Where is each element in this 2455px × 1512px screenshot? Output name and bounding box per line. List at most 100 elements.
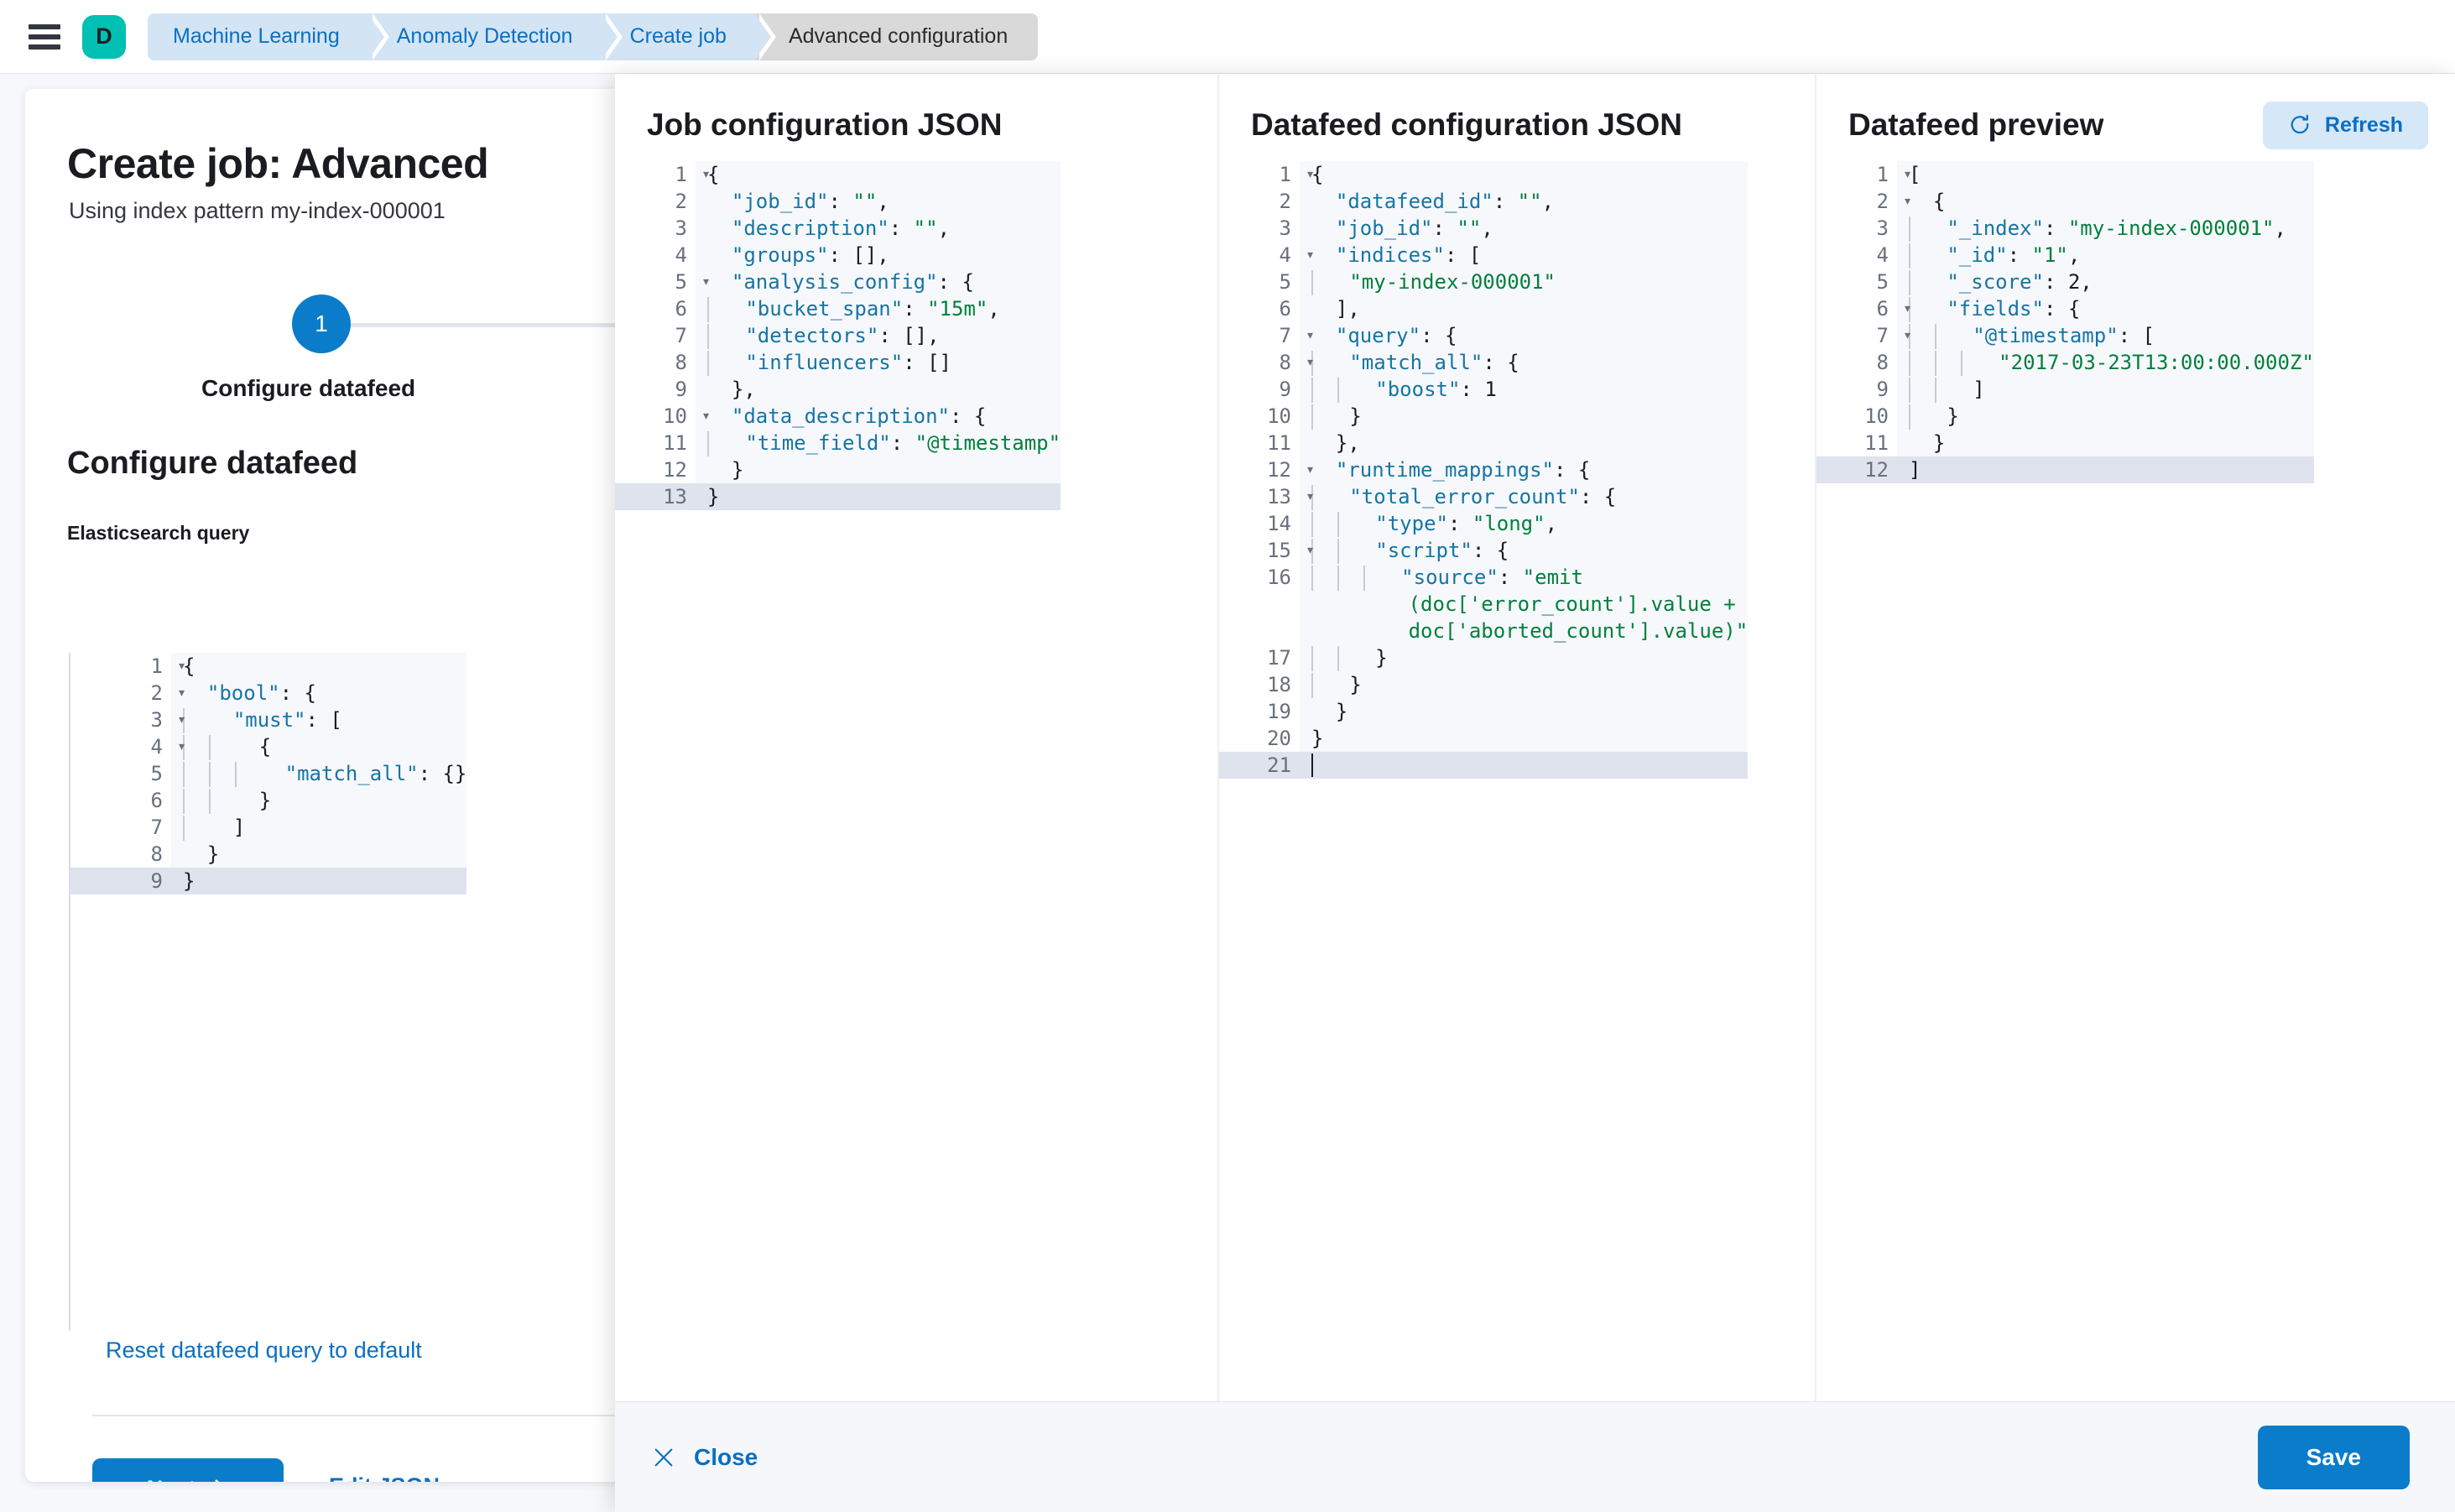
code-text: "fields": { bbox=[1897, 295, 2314, 322]
breadcrumb-item-machine-learning[interactable]: Machine Learning bbox=[148, 13, 389, 60]
code-text: { bbox=[171, 733, 467, 760]
code-line: 11 } bbox=[1816, 430, 2314, 456]
fold-arrow-icon[interactable]: ▾ bbox=[177, 738, 186, 755]
code-line: 7 ] bbox=[70, 814, 467, 841]
close-button[interactable]: Close bbox=[652, 1444, 758, 1471]
code-line: 10 } bbox=[1219, 403, 1749, 430]
line-number: 16 bbox=[1219, 564, 1300, 591]
save-button[interactable]: Save bbox=[2257, 1425, 2410, 1489]
line-number: 8 bbox=[70, 841, 171, 868]
save-button-label: Save bbox=[2306, 1443, 2361, 1470]
code-line: 2 "job_id": "", bbox=[615, 188, 1061, 215]
code-text: "influencers": [] bbox=[696, 349, 1061, 376]
next-button[interactable]: Next bbox=[92, 1458, 284, 1482]
fold-arrow-icon[interactable]: ▾ bbox=[1903, 165, 1912, 183]
code-line: 11 }, bbox=[1219, 430, 1749, 456]
code-line: 11 "time_field": "@timestamp" bbox=[615, 430, 1061, 456]
datafeed-config-json-editor[interactable]: 1▾{2 "datafeed_id": "",3 "job_id": "",4▾… bbox=[1219, 161, 1815, 1401]
code-text: "job_id": "", bbox=[1300, 215, 1749, 242]
page-title: Create job: Advanced bbox=[67, 140, 489, 187]
code-text: "_id": "1", bbox=[1897, 242, 2314, 269]
code-text: { bbox=[1897, 188, 2314, 215]
code-line: 5 "match_all": {} bbox=[70, 760, 467, 787]
code-line: (doc['error_count'].value + bbox=[1219, 591, 1749, 618]
code-text: } bbox=[696, 456, 1061, 483]
breadcrumb-label: Create job bbox=[629, 24, 727, 48]
code-line: 5▾ "analysis_config": { bbox=[615, 269, 1061, 295]
datafeed-preview-code-content[interactable]: 1▾[2▾ {3 "_index": "my-index-000001",4 "… bbox=[1816, 161, 2314, 1401]
fold-arrow-icon[interactable]: ▾ bbox=[1903, 300, 1912, 317]
space-avatar-logo[interactable]: D bbox=[82, 14, 126, 59]
line-number: 10 bbox=[1219, 403, 1300, 430]
code-text: "_score": 2, bbox=[1897, 269, 2314, 295]
fold-arrow-icon[interactable]: ▾ bbox=[177, 684, 186, 701]
line-number: 12▾ bbox=[1219, 456, 1315, 483]
datafeed-preview-editor[interactable]: 1▾[2▾ {3 "_index": "my-index-000001",4 "… bbox=[1816, 161, 2453, 1401]
datafeed-config-code-content[interactable]: 1▾{2 "datafeed_id": "",3 "job_id": "",4▾… bbox=[1219, 161, 1749, 1401]
line-number: 13 bbox=[615, 483, 696, 510]
line-number: 12 bbox=[615, 456, 696, 483]
fold-arrow-icon[interactable]: ▾ bbox=[177, 711, 186, 728]
fold-arrow-icon[interactable]: ▾ bbox=[177, 657, 186, 675]
line-number: 9 bbox=[1816, 376, 1897, 403]
stepper-step-1-circle[interactable]: 1 bbox=[292, 295, 351, 353]
code-text: "total_error_count": { bbox=[1300, 483, 1749, 510]
code-line: 6 ], bbox=[1219, 295, 1749, 322]
panel-title: Job configuration JSON bbox=[647, 107, 1003, 142]
section-title-configure-datafeed: Configure datafeed bbox=[67, 446, 358, 481]
code-line: 4 "groups": [], bbox=[615, 242, 1061, 269]
line-number: 7 bbox=[70, 814, 171, 841]
page-subtitle: Using index pattern my-index-000001 bbox=[69, 198, 446, 223]
panel-title: Datafeed preview bbox=[1848, 107, 2104, 142]
job-config-json-editor[interactable]: 1▾{2 "job_id": "",3 "description": "",4 … bbox=[615, 161, 1217, 1401]
fold-arrow-icon[interactable]: ▾ bbox=[1306, 326, 1315, 344]
line-number: 1▾ bbox=[70, 653, 186, 680]
code-line: 2▾ { bbox=[1816, 188, 2314, 215]
code-text: "detectors": [], bbox=[696, 322, 1061, 349]
line-number: 1▾ bbox=[1816, 161, 1912, 188]
line-number: 19 bbox=[1219, 698, 1300, 725]
line-number bbox=[1219, 591, 1300, 618]
reset-datafeed-query-link[interactable]: Reset datafeed query to default bbox=[106, 1337, 422, 1363]
code-line: 15▾ "script": { bbox=[1219, 537, 1749, 564]
fold-arrow-icon[interactable]: ▾ bbox=[701, 407, 711, 425]
code-text: "data_description": { bbox=[696, 403, 1061, 430]
edit-json-button[interactable]: Edit JSON bbox=[329, 1473, 440, 1482]
refresh-button-label: Refresh bbox=[2324, 112, 2403, 137]
fold-arrow-icon[interactable]: ▾ bbox=[1306, 487, 1315, 505]
breadcrumb-label: Anomaly Detection bbox=[396, 24, 573, 48]
fold-arrow-icon[interactable]: ▾ bbox=[1903, 192, 1912, 210]
query-code-content[interactable]: 1▾{2▾ "bool": {3▾ "must": [4▾ {5 "match_… bbox=[70, 653, 467, 1331]
code-line: 4▾ "indices": [ bbox=[1219, 242, 1749, 269]
line-number: 1▾ bbox=[615, 161, 711, 188]
breadcrumb-label: Machine Learning bbox=[173, 24, 340, 48]
line-number: 4▾ bbox=[1219, 242, 1315, 269]
fold-arrow-icon[interactable]: ▾ bbox=[1306, 541, 1315, 559]
breadcrumb-item-anomaly-detection[interactable]: Anomaly Detection bbox=[367, 13, 623, 60]
code-text: } bbox=[1300, 403, 1749, 430]
code-line: 10 } bbox=[1816, 403, 2314, 430]
fold-arrow-icon[interactable]: ▾ bbox=[701, 165, 711, 183]
job-config-code-content[interactable]: 1▾{2 "job_id": "",3 "description": "",4 … bbox=[615, 161, 1061, 1401]
line-number: 2 bbox=[615, 188, 696, 215]
breadcrumb-item-create-job[interactable]: Create job bbox=[601, 13, 777, 60]
fold-arrow-icon[interactable]: ▾ bbox=[1903, 326, 1912, 344]
flyout-footer: Close Save bbox=[615, 1401, 2455, 1512]
line-number: 14 bbox=[1219, 510, 1300, 537]
fold-arrow-icon[interactable]: ▾ bbox=[1306, 165, 1315, 183]
code-line: 1▾{ bbox=[1219, 161, 1749, 188]
code-line: 3 "job_id": "", bbox=[1219, 215, 1749, 242]
top-navigation-bar: D Machine Learning Anomaly Detection Cre… bbox=[0, 0, 2455, 74]
code-line: 18 } bbox=[1219, 671, 1749, 698]
fold-arrow-icon[interactable]: ▾ bbox=[1306, 246, 1315, 263]
fold-arrow-icon[interactable]: ▾ bbox=[701, 273, 711, 290]
fold-arrow-icon[interactable]: ▾ bbox=[1306, 461, 1315, 478]
line-number: 11 bbox=[1219, 430, 1300, 456]
code-text: "job_id": "", bbox=[696, 188, 1061, 215]
breadcrumb-item-advanced-configuration[interactable]: Advanced configuration bbox=[754, 13, 1039, 60]
refresh-button[interactable]: Refresh bbox=[2262, 101, 2428, 149]
code-text: "runtime_mappings": { bbox=[1300, 456, 1749, 483]
hamburger-menu-icon[interactable] bbox=[29, 23, 60, 50]
panel-title: Datafeed configuration JSON bbox=[1251, 107, 1682, 142]
fold-arrow-icon[interactable]: ▾ bbox=[1306, 353, 1315, 371]
